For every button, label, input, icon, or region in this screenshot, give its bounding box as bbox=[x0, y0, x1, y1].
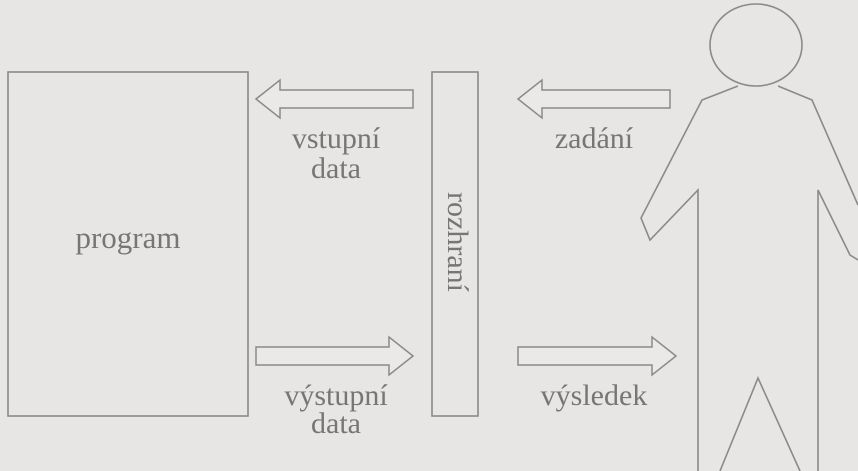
program-label: program bbox=[75, 220, 180, 255]
assignment-label: zadání bbox=[555, 122, 634, 155]
result-label: výsledek bbox=[541, 379, 648, 412]
assignment-arrow bbox=[516, 78, 671, 120]
output-data-arrow bbox=[255, 335, 415, 377]
user-head bbox=[709, 3, 803, 87]
input-data-label-line2: data bbox=[311, 152, 361, 185]
program-box bbox=[7, 71, 249, 417]
interface-label: rozhraní bbox=[441, 192, 474, 293]
result-arrow bbox=[517, 335, 678, 377]
output-data-label-line1: výstupní bbox=[284, 379, 388, 412]
input-data-arrow bbox=[254, 78, 414, 120]
user-body bbox=[640, 85, 858, 471]
user-figure bbox=[640, 3, 858, 471]
input-data-label-line1: vstupní bbox=[292, 122, 381, 155]
output-data-label-line2: data bbox=[311, 407, 361, 440]
interface-box bbox=[431, 71, 479, 417]
